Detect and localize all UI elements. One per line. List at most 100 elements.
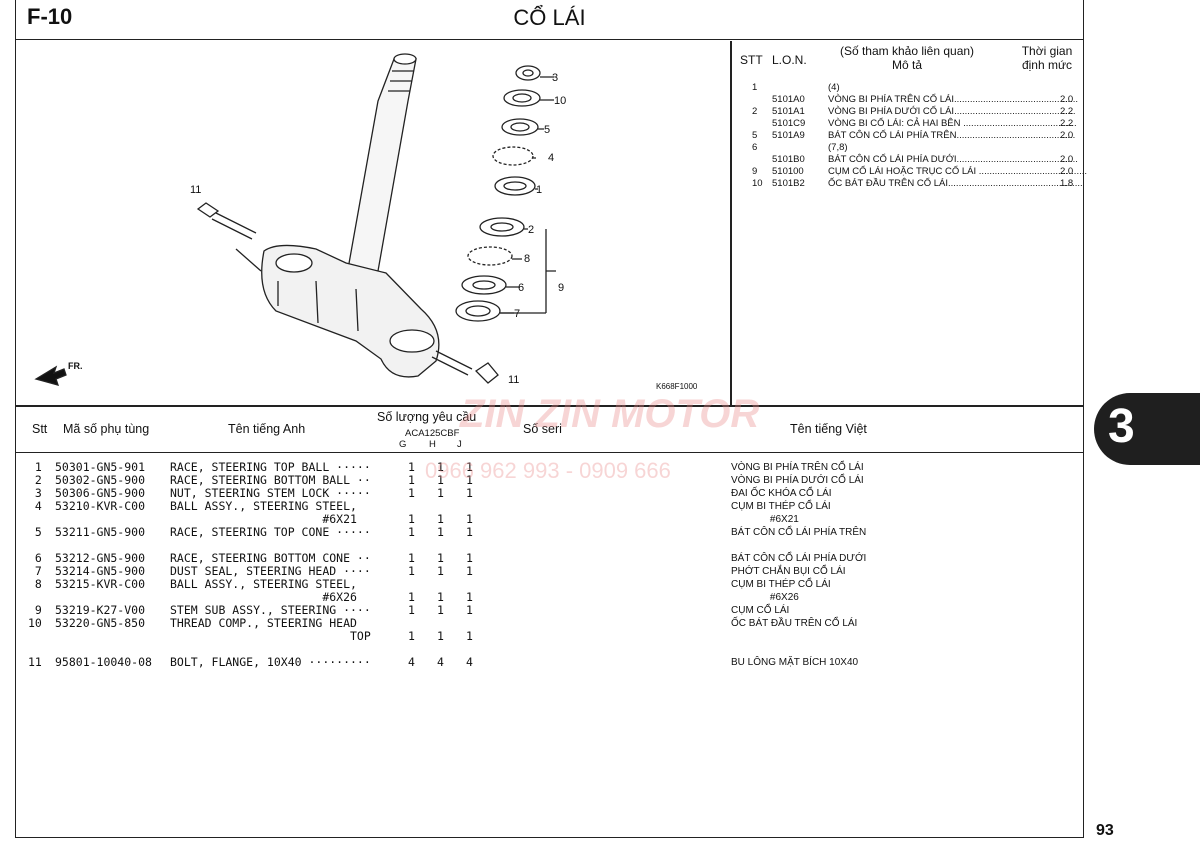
row-part-number: 53214-GN5-900 [55,564,146,578]
row-name-vn: BÁT CÔN CỔ LÁI PHÍA TRÊN [731,527,867,538]
divider-vertical [730,41,732,406]
row-qty-j: 1 [466,551,473,565]
col-serial: Số seri [523,422,562,436]
callout-6: 6 [518,282,524,294]
ref-time: 2.0 [1060,130,1074,141]
row-part-number: 53219-K27-V00 [55,603,146,617]
row-name-en: DUST SEAL, STEERING HEAD ···· [170,564,371,578]
row-name-en: RACE, STEERING BOTTOM CONE ·· [170,551,371,565]
ref-desc: BÁT CÔN CỔ LÁI PHÍA DƯỚI................… [828,154,1078,165]
row-qty-h: 1 [437,512,444,526]
callout-8: 8 [524,253,530,265]
row-qty-g: 1 [408,564,415,578]
row-qty-g: 1 [408,512,415,526]
row-qty-h: 1 [437,460,444,474]
col-j: J [457,439,462,450]
row-qty-g: 1 [408,486,415,500]
row-name-vn: PHỚT CHẮN BỤI CỔ LÁI [731,566,846,577]
row-part-number: 50302-GN5-900 [55,473,146,487]
ref-desc: ỐC BÁT ĐẦU TRÊN CỔ LÁI..................… [828,178,1083,189]
section-code: F-10 [27,4,73,29]
ref-row: 1(4) [740,82,1080,94]
row-qty-j: 4 [466,655,473,669]
row-name-vn: CỤM CỔ LÁI [731,605,790,616]
row-qty-j: 1 [466,603,473,617]
ref-desc: CỤM CỔ LÁI HOẶC TRỤC CỔ LÁI ............… [828,166,1088,177]
row-qty-h: 4 [437,655,444,669]
row-name-vn: BU LÔNG MẶT BÍCH 10X40 [731,657,859,668]
row-stt: 6 [28,551,42,565]
ref-desc: VÒNG BI CỔ LÁI: CẢ HAI BÊN .............… [828,118,1077,129]
callout-1: 1 [536,184,542,196]
row-part-number: 53215-KVR-C00 [55,577,146,591]
ref-stt: 5 [752,130,758,141]
row-name-en: TOP [170,629,371,643]
row-qty-g: 1 [408,629,415,643]
row-stt: 4 [28,499,42,513]
ref-time: 2.2 [1060,106,1074,117]
watermark-phone: 0966 962 993 - 0909 666 [425,458,671,483]
ref-lon: 5101C9 [772,118,806,129]
callout-4: 4 [548,152,554,164]
row-qty-j: 1 [466,590,473,604]
row-name-vn: ĐAI ỐC KHÓA CỔ LÁI [731,488,832,499]
ref-time: 2.0 [1060,154,1074,165]
page-number: 93 [1096,822,1114,839]
callout-9: 9 [558,282,564,294]
ref-row: 6(7,8) [740,142,1080,154]
row-name-vn: #6X26 [731,592,799,603]
ref-row: 5101C9 VÒNG BI CỔ LÁI: CẢ HAI BÊN .......… [740,118,1080,130]
row-part-number: 95801-10040-08 [55,655,152,669]
row-qty-g: 1 [408,590,415,604]
row-name-vn: VÒNG BI PHÍA TRÊN CỔ LÁI [731,462,864,473]
ref-time: 2.2 [1060,118,1074,129]
row-part-number: 50306-GN5-900 [55,486,146,500]
row-name-vn: CỤM BI THÉP CỔ LÁI [731,579,831,590]
callout-2: 2 [528,224,534,236]
col-stt: Stt [32,422,48,436]
row-qty-j: 1 [466,525,473,539]
row-qty-h: 1 [437,603,444,617]
ref-stt: 6 [752,142,758,153]
row-qty-h: 1 [437,473,444,487]
row-qty-h: 1 [437,525,444,539]
ref-time: 2.0 [1060,166,1074,177]
callout-3: 3 [552,72,558,84]
ref-header-lon: L.O.N. [772,53,807,67]
ref-desc: VÒNG BI PHÍA TRÊN CỔ LÁI................… [828,94,1079,105]
callout-5: 5 [544,124,550,136]
col-qty: Số lượng yêu cầu [377,410,477,424]
row-name-vn: #6X21 [731,514,799,525]
row-name-vn: BÁT CÔN CỔ LÁI PHÍA DƯỚI [731,553,867,564]
row-stt: 5 [28,525,42,539]
row-stt: 8 [28,577,42,591]
row-name-vn: VÒNG BI PHÍA DƯỚI CỔ LÁI [731,475,864,486]
page-frame [15,0,1084,838]
row-qty-h: 1 [437,551,444,565]
row-qty-j: 1 [466,473,473,487]
row-name-en: BALL ASSY., STEERING STEEL, [170,577,357,591]
ref-time: 2.0 [1060,94,1074,105]
ref-lon: 5101A9 [772,130,805,141]
row-qty-j: 1 [466,629,473,643]
row-part-number: 53210-KVR-C00 [55,499,146,513]
row-qty-h: 1 [437,564,444,578]
ref-header-stt: STT [740,53,763,67]
row-name-en: NUT, STEERING STEM LOCK ····· [170,486,371,500]
